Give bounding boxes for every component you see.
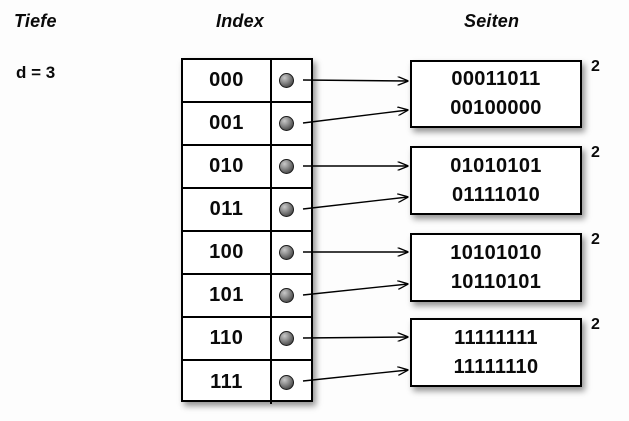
table-row[interactable]: 000 xyxy=(183,60,311,103)
table-row[interactable]: 110 xyxy=(183,318,311,361)
pointer-arrow xyxy=(302,80,408,81)
index-key-cell: 110 xyxy=(183,318,272,359)
page-box[interactable]: 01010101 01111010 xyxy=(410,146,582,215)
page-depth-label: 2 xyxy=(591,58,600,75)
index-key-cell: 001 xyxy=(183,103,272,144)
pointer-arrow xyxy=(302,284,408,296)
table-row[interactable]: 011 xyxy=(183,189,311,232)
index-key-cell: 010 xyxy=(183,146,272,187)
index-pointer-cell[interactable] xyxy=(272,60,311,101)
index-directory-table: 000 001 010 011 100 101 110 111 xyxy=(181,58,313,404)
table-row[interactable]: 111 xyxy=(183,361,311,404)
table-row[interactable]: 001 xyxy=(183,103,311,146)
page-record: 10101010 xyxy=(450,241,542,264)
pointer-dot-icon xyxy=(279,288,294,303)
pointer-arrow xyxy=(302,197,408,210)
pointer-dot-icon xyxy=(279,202,294,217)
page-depth-label: 2 xyxy=(591,231,600,248)
page-record: 11111110 xyxy=(453,355,539,378)
pointer-dot-icon xyxy=(279,375,294,390)
pointer-dot-icon xyxy=(279,331,294,346)
depth-value-label: d = 3 xyxy=(16,63,56,82)
index-pointer-cell[interactable] xyxy=(272,189,311,230)
index-key-cell: 111 xyxy=(183,361,272,404)
page-record: 00100000 xyxy=(450,97,542,119)
page-box[interactable]: 00011011 00100000 xyxy=(410,60,582,128)
index-pointer-cell[interactable] xyxy=(272,275,311,316)
column-heading-index: Index xyxy=(216,11,265,31)
index-pointer-cell[interactable] xyxy=(272,318,311,359)
index-pointer-cell[interactable] xyxy=(272,361,311,404)
page-record: 00011011 xyxy=(451,68,541,90)
table-row[interactable]: 101 xyxy=(183,275,311,318)
pointer-arrow xyxy=(302,110,408,124)
pointer-dot-icon xyxy=(279,73,294,88)
table-row[interactable]: 010 xyxy=(183,146,311,189)
page-box[interactable]: 11111111 11111110 xyxy=(410,318,582,387)
pointer-dot-icon xyxy=(279,245,294,260)
pointer-arrow xyxy=(302,370,408,382)
index-key-cell: 000 xyxy=(183,60,272,101)
column-heading-pages: Seiten xyxy=(464,11,520,31)
pointer-dot-icon xyxy=(279,116,294,131)
index-key-cell: 100 xyxy=(183,232,272,273)
page-record: 11111111 xyxy=(454,326,538,349)
index-pointer-cell[interactable] xyxy=(272,146,311,187)
page-depth-label: 2 xyxy=(591,316,600,333)
page-depth-label: 2 xyxy=(591,144,600,161)
index-key-cell: 011 xyxy=(183,189,272,230)
page-box[interactable]: 10101010 10110101 xyxy=(410,233,582,302)
pointer-arrow xyxy=(302,337,408,338)
column-heading-depth: Tiefe xyxy=(14,11,57,31)
index-pointer-cell[interactable] xyxy=(272,232,311,273)
page-record: 10110101 xyxy=(450,270,542,293)
page-record: 01010101 xyxy=(450,154,542,177)
index-key-cell: 101 xyxy=(183,275,272,316)
table-row[interactable]: 100 xyxy=(183,232,311,275)
page-record: 01111010 xyxy=(451,183,541,206)
index-pointer-cell[interactable] xyxy=(272,103,311,144)
pointer-dot-icon xyxy=(279,159,294,174)
